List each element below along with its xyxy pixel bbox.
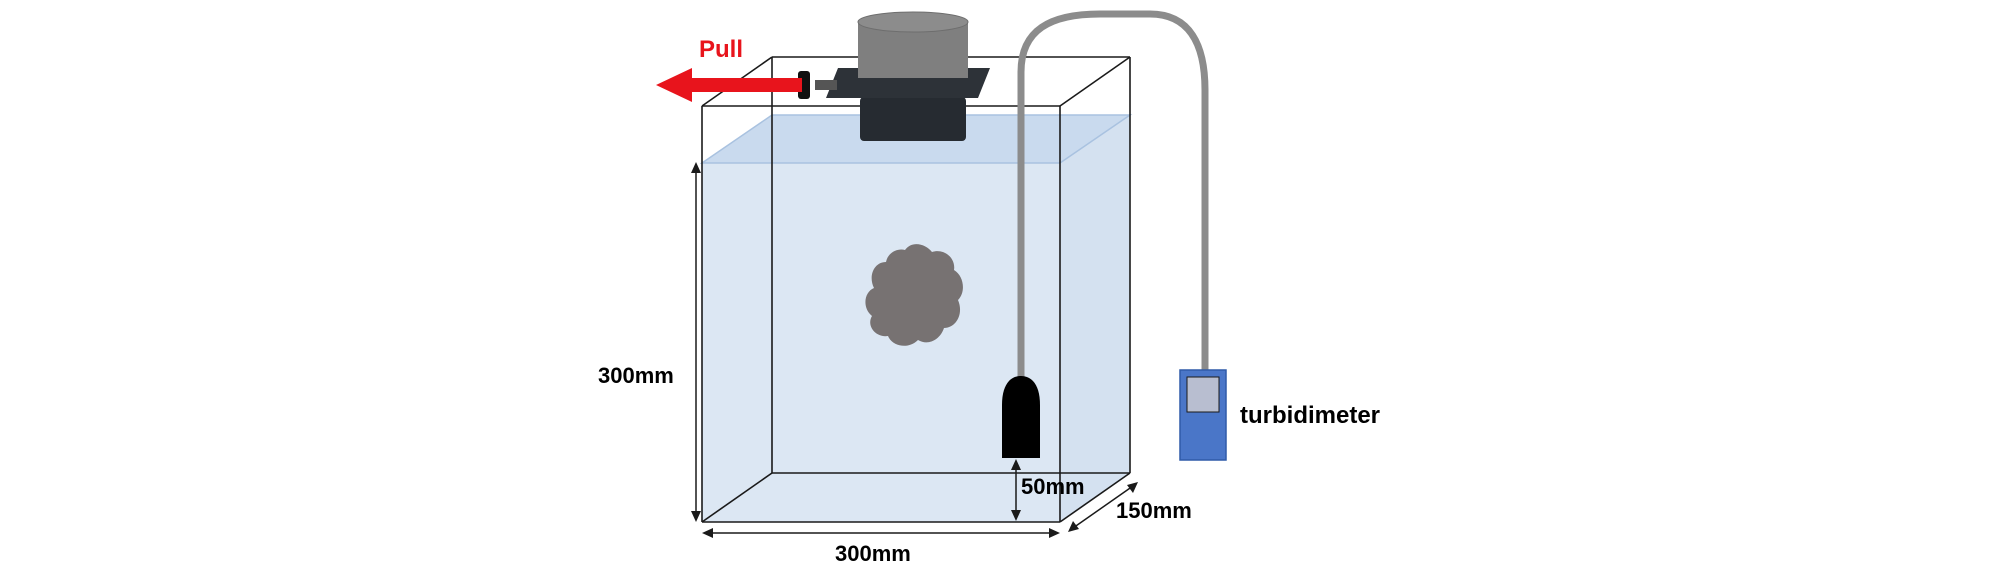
height-label: 300mm bbox=[598, 363, 674, 388]
stirrer-motor-icon bbox=[798, 11, 990, 141]
motor-base bbox=[860, 97, 966, 141]
pull-label: Pull bbox=[699, 36, 743, 63]
water-volume bbox=[699, 114, 1133, 522]
sensor-probe-icon bbox=[1002, 376, 1040, 458]
motor-connector bbox=[815, 80, 837, 90]
left-arrow-icon bbox=[656, 68, 802, 102]
depth-dimension bbox=[1068, 482, 1138, 532]
depth-label: 150mm bbox=[1116, 498, 1192, 523]
sample-blob bbox=[865, 244, 963, 346]
turbidimeter-screen bbox=[1186, 376, 1220, 413]
sensor-gap-label: 50mm bbox=[1021, 474, 1085, 499]
water-side-face bbox=[1060, 115, 1130, 522]
sensor-gap-dimension bbox=[1011, 459, 1021, 521]
tank bbox=[701, 56, 1131, 523]
water-front-face bbox=[702, 163, 1060, 522]
turbidimeter-label: turbidimeter bbox=[1240, 402, 1380, 429]
height-dimension bbox=[691, 162, 701, 522]
sensor-cable bbox=[1017, 10, 1209, 386]
width-label: 300mm bbox=[835, 541, 911, 566]
width-dimension bbox=[702, 528, 1060, 538]
motor-cylinder-top bbox=[857, 11, 969, 33]
turbidimeter-icon bbox=[1179, 369, 1227, 461]
